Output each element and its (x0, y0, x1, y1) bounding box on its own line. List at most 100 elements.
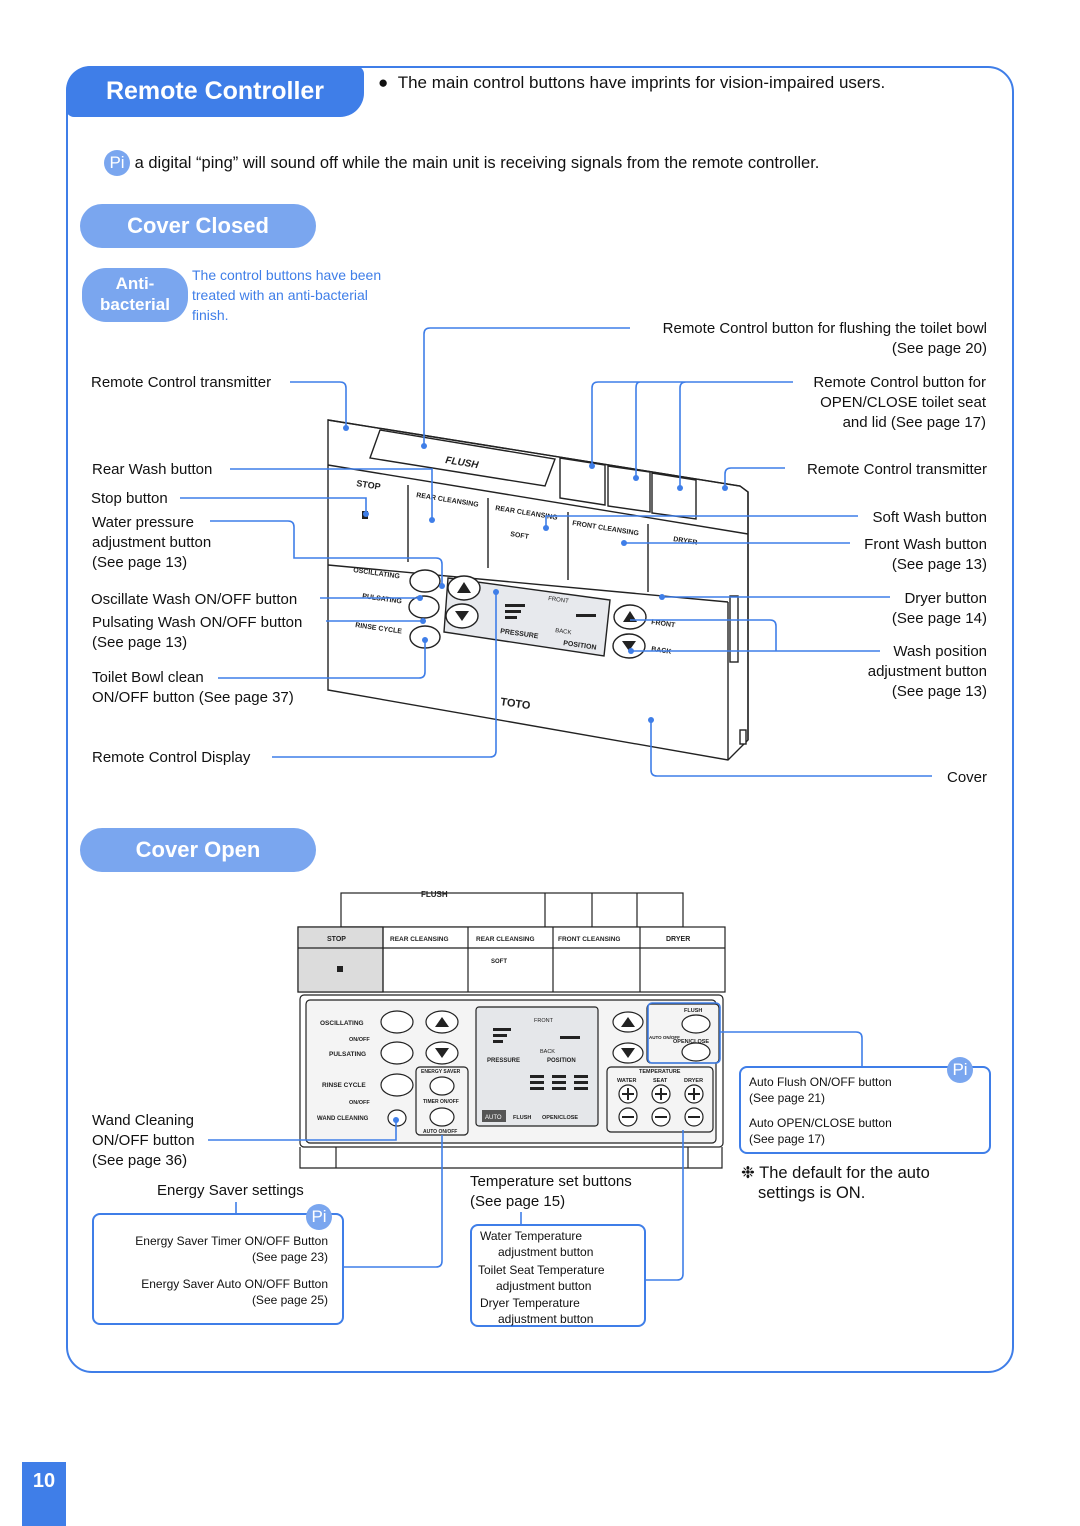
open-label-dryer-t: DRYER (684, 1078, 703, 1084)
temp-seat-2: adjustment button (496, 1279, 592, 1293)
open-label-auto-on-off: AUTO ON/OFF (649, 1035, 680, 1040)
auto-flush-2: (See page 21) (749, 1091, 826, 1105)
open-top-dividers (544, 893, 638, 927)
key-label-soft: SOFT (510, 531, 530, 541)
auto-open-2: (See page 17) (749, 1132, 826, 1146)
temperature-title: Temperature set buttons (See page 15) (470, 1172, 632, 1212)
open-glyphs (337, 966, 700, 1122)
label-wash-position-2: adjustment button (867, 663, 987, 680)
anti-bacterial-line2: bacterial (100, 295, 170, 314)
anti-bacterial-note-1: The control buttons have been (192, 267, 382, 283)
remote-key-dividers (407, 485, 649, 592)
anti-bacterial-note-2: treated with an anti-bacterial (192, 287, 368, 303)
open-label-flush-r: FLUSH (684, 1008, 702, 1014)
cover-closed-title: Cover Closed (80, 204, 316, 248)
remote-display (443, 577, 611, 657)
temp-water-1: Water Temperature (480, 1229, 583, 1243)
open-label-flush: FLUSH (421, 890, 448, 899)
display-label-position: POSITION (563, 640, 597, 652)
label-oscillate: Oscillate Wash ON/OFF button (91, 591, 298, 608)
label-water-pressure: Water pressure adjustment button (See pa… (92, 513, 211, 573)
label-water-pressure-2: adjustment button (92, 534, 212, 551)
label-flush-remote: Remote Control button for flushing the t… (663, 319, 987, 359)
pi-icon: Pi (104, 150, 130, 176)
open-label-rinse: RINSE CYCLE (322, 1082, 366, 1089)
auto-open-note: Auto OPEN/CLOSE button (See page 17) (749, 1115, 892, 1147)
open-label-seat: SEAT (653, 1078, 668, 1084)
energy-timer-note: Energy Saver Timer ON/OFF Button (See pa… (135, 1233, 328, 1265)
temperature-box: Water Temperature adjustment button Toil… (470, 1224, 646, 1327)
energy-timer-1: Energy Saver Timer ON/OFF Button (135, 1234, 328, 1248)
label-flush-remote-2: (See page 20) (891, 340, 987, 357)
open-display-back: BACK (540, 1049, 555, 1055)
open-display-pressure: PRESSURE (487, 1058, 520, 1064)
open-display-flush: FLUSH (513, 1115, 531, 1121)
open-base (299, 1147, 723, 1169)
label-bowl-clean: Toilet Bowl clean ON/OFF button (See pag… (92, 668, 294, 708)
label-display: Remote Control Display (92, 749, 251, 766)
label-wand-cleaning: Wand Cleaning ON/OFF button (See page 36… (92, 1111, 195, 1171)
label-water-pressure-3: (See page 13) (92, 554, 188, 571)
temp-seat-note: Toilet Seat Temperature adjustment butto… (478, 1262, 605, 1294)
label-transmitter-right: Remote Control transmitter (806, 461, 987, 478)
open-label-auto-onoff: AUTO ON/OFF (423, 1129, 457, 1135)
label-open-close-1: Remote Control button for (813, 374, 986, 391)
wand-leader-dot (393, 1117, 399, 1123)
open-display-open-close: OPEN/CLOSE (542, 1115, 578, 1121)
open-label-water: WATER (617, 1078, 636, 1084)
page-frame (66, 66, 1014, 1373)
anti-bacterial-note-3: finish. (192, 307, 229, 323)
label-pulsating-1: Pulsating Wash ON/OFF button (92, 614, 303, 631)
leader-lines-closed (180, 327, 932, 777)
open-label-rear2: REAR CLEANSING (476, 936, 535, 943)
temp-water-2: adjustment button (498, 1245, 594, 1259)
label-pulsating: Pulsating Wash ON/OFF button (See page 1… (92, 613, 302, 653)
label-cover: Cover (946, 769, 987, 786)
label-wash-position: Wash position adjustment button (See pag… (868, 642, 987, 702)
flush-key[interactable] (369, 429, 556, 487)
ping-note-text: a digital “ping” will sound off while th… (134, 154, 820, 172)
open-label-front: FRONT CLEANSING (558, 936, 620, 943)
pi-icon: Pi (306, 1204, 332, 1230)
label-transmitter-left: Remote Control transmitter (91, 374, 272, 391)
display-label-front: FRONT (548, 596, 570, 605)
label-dryer-1: Dryer button (904, 590, 987, 607)
open-label-oscillating: OSCILLATING (320, 1020, 364, 1027)
label-wand-1: Wand Cleaning (92, 1112, 195, 1129)
open-display-position: POSITION (547, 1058, 576, 1064)
key-label-flush: FLUSH (445, 455, 480, 471)
open-key-labels: STOP REAR CLEANSING REAR CLEANSING SOFT … (317, 890, 709, 1135)
auto-flush-1: Auto Flush ON/OFF button (749, 1075, 892, 1089)
label-stop: Stop button (91, 490, 168, 507)
pi-icon: Pi (947, 1057, 973, 1083)
temp-dryer-1: Dryer Temperature (480, 1296, 580, 1310)
open-stop-key[interactable] (297, 926, 384, 993)
temp-water-note: Water Temperature adjustment button (480, 1228, 593, 1260)
open-label-energy-saver: ENERGY SAVER (421, 1069, 461, 1075)
temp-dryer-2: adjustment button (498, 1312, 594, 1326)
default-auto-note: ❉ The default for the auto settings is O… (741, 1163, 930, 1203)
open-label-wand: WAND CLEANING (317, 1116, 369, 1122)
label-water-pressure-1: Water pressure (92, 514, 194, 531)
open-label-rear1: REAR CLEANSING (390, 936, 449, 943)
auto-settings-box: Pi Auto Flush ON/OFF button (See page 21… (739, 1057, 991, 1154)
brand-logo-text: TOTO (500, 696, 532, 712)
label-open-close-3: and lid (See page 17) (842, 414, 986, 431)
remote-side-slot (729, 595, 739, 663)
key-label-front-pos: FRONT (651, 619, 677, 629)
temp-dryer-note: Dryer Temperature adjustment button (480, 1295, 593, 1327)
open-display (475, 1006, 599, 1127)
open-label-pulsating: PULSATING (329, 1051, 366, 1058)
label-wash-position-1: Wash position (893, 643, 987, 660)
cover-open-title: Cover Open (80, 828, 316, 872)
imprint-note: ● The main control buttons have imprints… (378, 73, 885, 93)
label-front-wash-1: Front Wash button (864, 536, 987, 553)
label-flush-remote-1: Remote Control button for flushing the t… (662, 320, 987, 337)
label-dryer-2: (See page 14) (891, 610, 987, 627)
temp-seat-1: Toilet Seat Temperature (478, 1263, 605, 1277)
open-key-dividers (298, 927, 725, 992)
display-bar-glyphs (505, 604, 596, 619)
asterisk-icon: ❉ (741, 1164, 755, 1182)
energy-timer-2: (See page 23) (251, 1250, 328, 1264)
